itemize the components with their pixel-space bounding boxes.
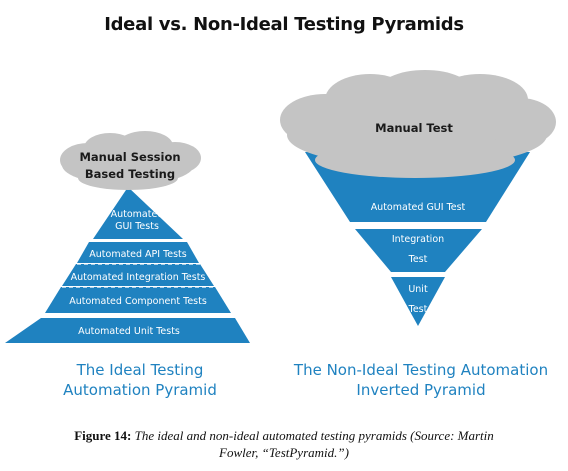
ideal-tier-component: [45, 287, 231, 313]
ideal-tier-component-label: Automated Component Tests: [69, 296, 207, 307]
ideal-cloud: [60, 131, 201, 190]
ideal-tier-api: [77, 242, 199, 263]
ideal-cloud-label-line2: Based Testing: [85, 167, 175, 181]
nonideal-tier-integration-label-line2: Test: [408, 254, 428, 265]
ideal-cloud-label-line1: Manual Session: [79, 150, 180, 164]
ideal-tier-api-label: Automated API Tests: [89, 249, 187, 260]
ideal-tier-gui: [93, 187, 183, 239]
nonideal-tier-unit-label-line2: Test: [408, 304, 428, 315]
nonideal-tier-unit: [391, 277, 445, 326]
page-title: Ideal vs. Non-Ideal Testing Pyramids: [104, 14, 464, 35]
figure-caption-text-line2: Fowler, “TestPyramid.”): [219, 445, 349, 460]
nonideal-caption-line1: The Non-Ideal Testing Automation: [293, 361, 549, 379]
nonideal-tier-unit-label-line1: Unit: [408, 284, 428, 295]
ideal-tier-gui-label-line1: Automated: [111, 209, 164, 220]
nonideal-tier-integration: [355, 229, 482, 272]
ideal-pyramid: Manual Session Based Testing Automated G…: [5, 131, 250, 343]
nonideal-caption-line2: Inverted Pyramid: [356, 381, 486, 399]
nonideal-cloud-label: Manual Test: [375, 121, 453, 135]
nonideal-caption: The Non-Ideal Testing Automation Inverte…: [276, 360, 566, 400]
ideal-caption-line1: The Ideal Testing: [76, 361, 204, 379]
ideal-tier-unit-label: Automated Unit Tests: [78, 326, 180, 337]
nonideal-cloud: [280, 70, 556, 178]
ideal-tier-integration-label: Automated Integration Tests: [71, 272, 206, 283]
figure-caption-label: Figure 14:: [74, 428, 132, 443]
ideal-caption-line2: Automation Pyramid: [63, 381, 217, 399]
ideal-tier-integration: [62, 264, 214, 286]
nonideal-pyramid: Manual Test Automated GUI Test Integrati…: [280, 70, 556, 326]
nonideal-tier-gui-label: Automated GUI Test: [371, 202, 466, 213]
figure-caption: Figure 14: The ideal and non-ideal autom…: [20, 427, 548, 461]
ideal-tier-unit: [5, 318, 250, 343]
ideal-caption: The Ideal Testing Automation Pyramid: [20, 360, 260, 400]
figure-caption-text-line1: The ideal and non-ideal automated testin…: [134, 428, 494, 443]
nonideal-tier-integration-label-line1: Integration: [392, 234, 444, 245]
ideal-tier-gui-label-line2: GUI Tests: [115, 221, 159, 232]
